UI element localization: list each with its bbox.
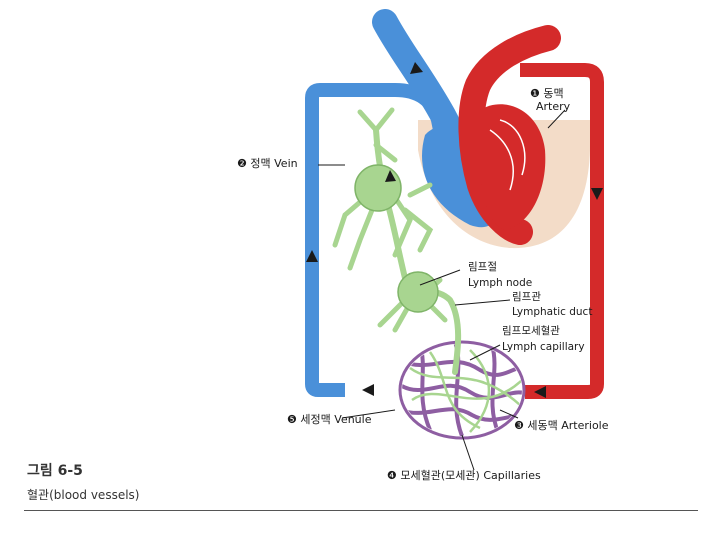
artery-loop — [520, 63, 604, 399]
vena-cava-arrow — [410, 62, 423, 74]
lymph-branches — [332, 107, 448, 333]
arteriole-label: ❸ 세동맥 Arteriole — [514, 419, 609, 432]
lymphatic-duct-label-en: Lymphatic duct — [512, 306, 593, 318]
figure-number: 그림 6-5 — [27, 463, 83, 479]
figure-caption: 혈관(blood vessels) — [27, 488, 140, 502]
capillary-network — [402, 344, 522, 436]
caption-divider — [24, 510, 698, 511]
arteriole-flow-arrow — [534, 386, 546, 398]
artery-flow-arrow-down — [591, 188, 603, 200]
artery-label-en: Artery — [536, 100, 571, 113]
lymphatic-duct-label-ko: 림프관 — [512, 291, 541, 303]
lymph-capillary-label-en: Lymph capillary — [502, 341, 585, 353]
venule-label: ❺ 세정맥 Venule — [287, 413, 372, 426]
lymph-node-upper — [354, 164, 402, 212]
vein-label: ❷ 정맥 Vein — [237, 157, 298, 170]
vein-flow-arrow-up — [306, 250, 318, 262]
lymph-flow-arrow — [385, 170, 396, 182]
artery-label: ❶ 동맥 — [530, 87, 564, 100]
lymph-node-label-ko: 림프절 — [468, 261, 497, 273]
leader-lines — [318, 109, 566, 471]
lymph-node-lower — [397, 271, 439, 313]
heart-valve-lines — [489, 119, 526, 191]
lymph-capillary-label-ko: 림프모세혈관 — [502, 325, 560, 337]
lymph-node-label-en: Lymph node — [468, 277, 533, 289]
capillaries-label: ❹ 모세혈관(모세관) Capillaries — [387, 469, 541, 482]
venule-flow-arrow — [362, 384, 374, 396]
